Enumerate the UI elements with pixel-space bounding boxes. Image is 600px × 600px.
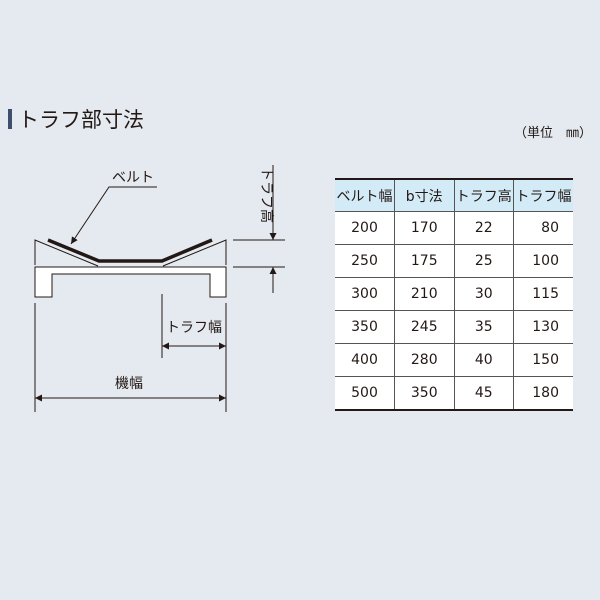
- cell: 40: [453, 343, 514, 377]
- cell: 300: [335, 277, 395, 311]
- trough-outline: [34, 239, 227, 267]
- table-header-row: ベルト幅 b寸法 トラフ高 トラフ幅: [335, 178, 573, 212]
- cell: 45: [453, 376, 514, 410]
- cell: 210: [394, 277, 454, 311]
- cell: 200: [335, 211, 395, 245]
- cell: 350: [394, 376, 454, 410]
- cell: 280: [394, 343, 454, 377]
- cell: 30: [453, 277, 514, 311]
- header-b-dimension: b寸法: [394, 178, 454, 212]
- belt-label: ベルト: [112, 170, 154, 186]
- section-title: トラフ部寸法: [8, 104, 144, 134]
- cell: 100: [513, 244, 573, 278]
- trough-width-label: トラフ幅: [166, 320, 222, 336]
- belt: [47, 238, 213, 263]
- cell: 245: [394, 310, 454, 344]
- cell: 500: [335, 376, 395, 410]
- header-belt-width: ベルト幅: [335, 178, 395, 212]
- header-trough-height: トラフ高: [453, 178, 514, 212]
- frame-base: [34, 266, 227, 298]
- machine-width-label: 機幅: [115, 376, 143, 392]
- cell: 150: [513, 343, 573, 377]
- cell: 250: [335, 244, 395, 278]
- cell: 400: [335, 343, 395, 377]
- trough-height-label: トラフ高: [258, 167, 275, 223]
- belt-leader-line: [70, 186, 157, 245]
- cell: 115: [513, 277, 573, 311]
- header-trough-width: トラフ幅: [513, 178, 573, 212]
- cell: 130: [513, 310, 573, 344]
- cell: 350: [335, 310, 395, 344]
- cell: 35: [453, 310, 514, 344]
- unit-note: （単位 ㎜）: [513, 126, 592, 141]
- cell: 80: [513, 211, 573, 245]
- cell: 180: [513, 376, 573, 410]
- section-title-text: トラフ部寸法: [18, 108, 144, 132]
- title-accent-bar: [8, 109, 12, 129]
- cell: 25: [453, 244, 514, 278]
- cell: 22: [453, 211, 514, 245]
- cell: 170: [394, 211, 454, 245]
- cell: 175: [394, 244, 454, 278]
